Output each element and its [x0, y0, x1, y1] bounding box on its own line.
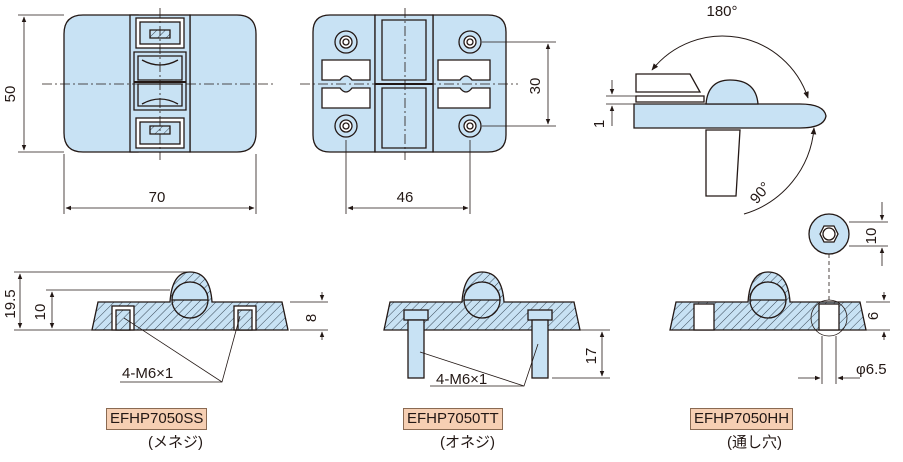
rotation-view — [633, 73, 827, 197]
dim-hh-head-size: 10 — [863, 228, 880, 245]
model-label-hh: EFHP7050HH — [690, 408, 794, 430]
model-label-ss: EFHP7050SS — [106, 408, 208, 430]
dim-hh-hole-dia: φ6.5 — [856, 361, 887, 378]
model-label-tt: EFHP7050TT — [403, 408, 503, 430]
dim-rotation-max: 180° — [706, 3, 737, 20]
tt-thread-callout: 4-M6×1 — [436, 371, 487, 388]
dim-hh-counterbore: 6 — [865, 312, 882, 320]
dim-side-pin-height: 10 — [32, 304, 49, 321]
dim-gap: 1 — [591, 120, 608, 128]
model-desc-hh: (通し穴) — [727, 434, 782, 451]
model-desc-tt: (オネジ) — [440, 434, 495, 451]
dim-hole-pitch-x: 46 — [397, 189, 414, 206]
hole-view — [312, 14, 507, 153]
dim-plate-thickness: 8 — [303, 314, 320, 322]
ss-thread-callout: 4-M6×1 — [122, 365, 173, 382]
dim-top-width: 70 — [149, 189, 166, 206]
dim-side-total-height: 19.5 — [2, 289, 19, 318]
dim-rotation-mid: 90° — [747, 179, 775, 207]
side-view-tt — [383, 271, 581, 379]
dim-hole-pitch-y: 30 — [527, 78, 544, 95]
dim-tt-stud-length: 17 — [583, 348, 600, 365]
model-desc-ss: (メネジ) — [148, 434, 203, 451]
side-view-ss — [91, 271, 289, 331]
side-view-hh — [669, 213, 867, 337]
dim-top-height: 50 — [2, 86, 19, 103]
